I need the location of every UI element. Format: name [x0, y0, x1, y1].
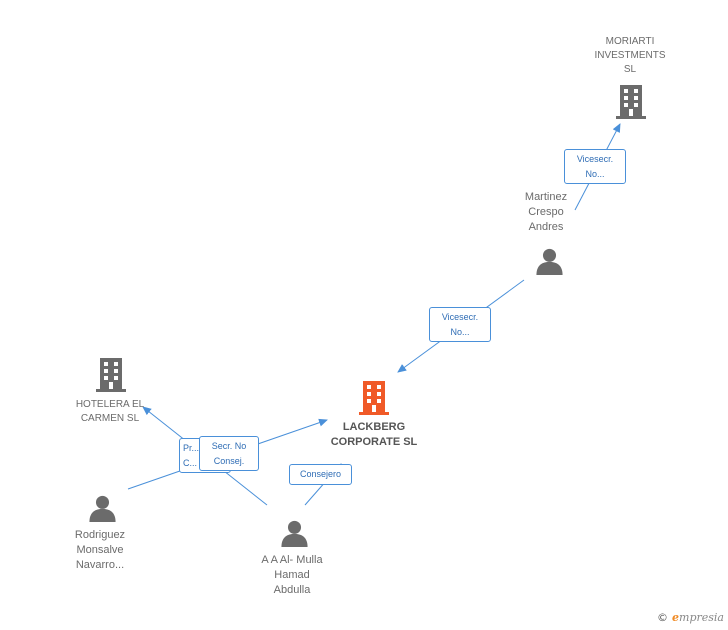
edge-label-martinez-moriarti[interactable]: Vicesecr. No... [564, 149, 626, 184]
person-icon[interactable] [89, 495, 116, 522]
building-icon[interactable] [616, 85, 646, 119]
node-label-hotelera[interactable]: HOTELERA EL CARMEN SL [75, 399, 145, 424]
building-icon[interactable] [359, 381, 389, 415]
copyright-symbol: © [657, 611, 669, 624]
edge-label-martinez-lackberg[interactable]: Vicesecr. No... [429, 307, 491, 342]
node-label-moriarti[interactable]: MORIARTI INVESTMENTS SL [594, 36, 666, 75]
edge-label-rodriguez-lackberg[interactable]: Secr. No Consej. [199, 436, 259, 471]
node-label-martinez[interactable]: Martinez Crespo Andres [524, 191, 568, 233]
brand-text: mpresia [679, 611, 724, 624]
node-label-rodriguez[interactable]: Rodriguez Monsalve Navarro... [74, 529, 126, 571]
person-icon[interactable] [281, 520, 308, 547]
node-label-mulla[interactable]: A A Al- Mulla Hamad Abdulla [261, 554, 323, 596]
edge-label-mulla-lackberg[interactable]: Consejero [289, 464, 352, 485]
person-icon[interactable] [536, 248, 563, 275]
empresia-logo[interactable]: ©empresia [657, 611, 724, 624]
node-label-lackberg[interactable]: LACKBERG CORPORATE SL [330, 421, 418, 448]
building-icon[interactable] [96, 358, 126, 392]
brand-initial: e [672, 611, 680, 624]
